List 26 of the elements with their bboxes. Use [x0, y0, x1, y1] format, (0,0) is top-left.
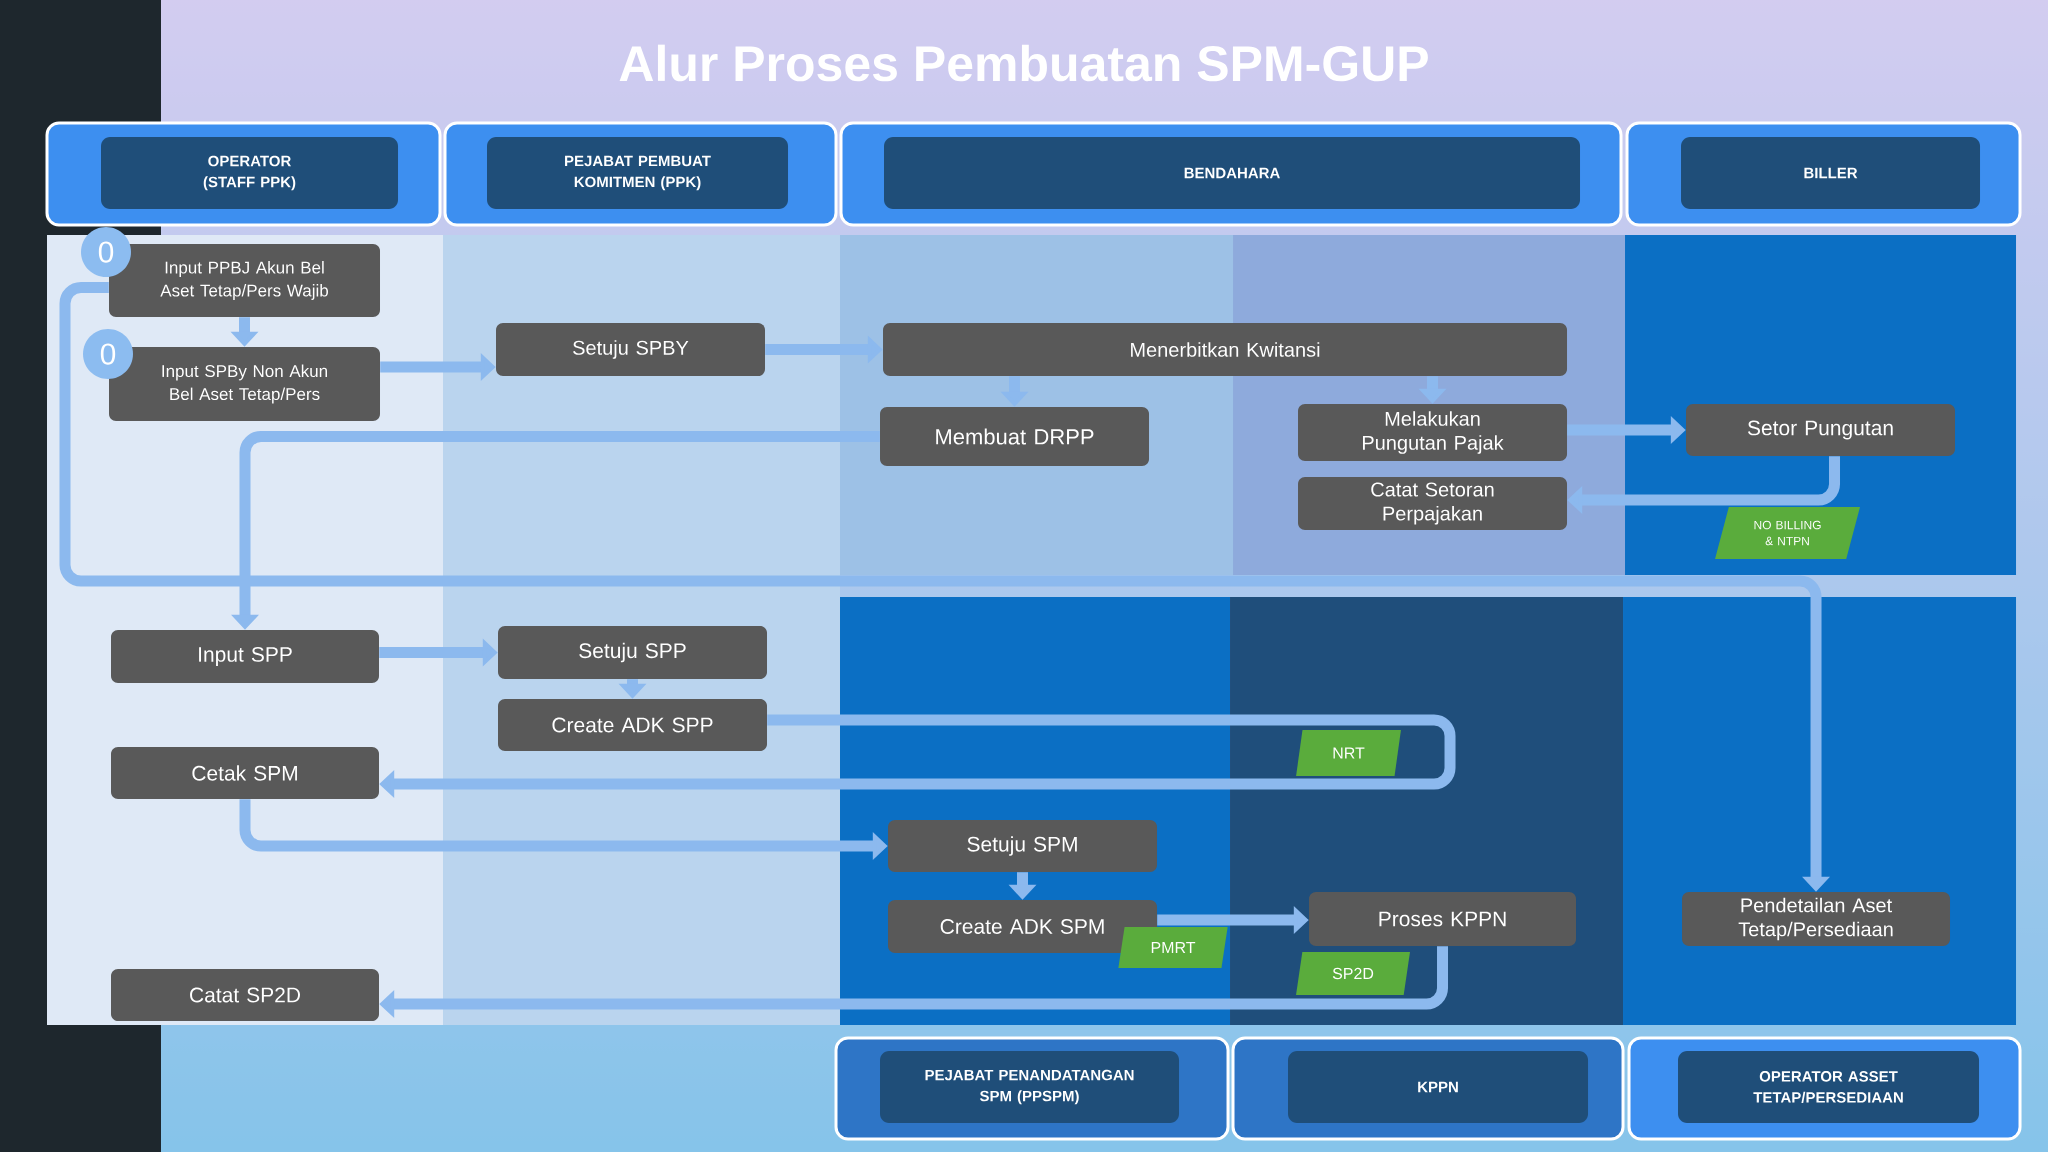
- lane-header: KPPN: [1231, 1036, 1625, 1141]
- document-tag: NRT: [1296, 730, 1401, 776]
- process-box: Catat Setoran Perpajakan: [1298, 477, 1567, 530]
- process-box: Setuju SPBY: [496, 323, 765, 376]
- number-badge: 0: [81, 227, 131, 277]
- process-box: Proses KPPN: [1309, 892, 1576, 946]
- process-box: Setuju SPM: [888, 820, 1157, 872]
- process-box: Catat SP2D: [111, 969, 379, 1021]
- process-box: Pendetailan Aset Tetap/Persediaan: [1682, 892, 1950, 946]
- document-tag: PMRT: [1118, 927, 1228, 968]
- lane-header: BILLER: [1625, 121, 2022, 227]
- lane-header: PEJABAT PEMBUAT KOMITMEN (PPK): [443, 121, 838, 227]
- document-tag: SP2D: [1296, 952, 1410, 995]
- process-box: Melakukan Pungutan Pajak: [1298, 404, 1567, 461]
- process-box: Input SPP: [111, 630, 379, 683]
- lane-header: PEJABAT PENANDATANGAN SPM (PPSPM): [834, 1036, 1230, 1141]
- lane-header: OPERATOR ASSET TETAP/PERSEDIAAN: [1627, 1036, 2022, 1141]
- process-box: Setuju SPP: [498, 626, 767, 679]
- process-box: Membuat DRPP: [880, 407, 1149, 466]
- process-box: Cetak SPM: [111, 747, 379, 799]
- process-box: Create ADK SPP: [498, 699, 767, 751]
- process-box: Menerbitkan Kwitansi: [883, 323, 1567, 376]
- process-box: Setor Pungutan: [1686, 404, 1955, 456]
- lane-header: OPERATOR (STAFF PPK): [45, 121, 442, 227]
- lane-header: BENDAHARA: [839, 121, 1623, 227]
- number-badge: 0: [83, 329, 133, 379]
